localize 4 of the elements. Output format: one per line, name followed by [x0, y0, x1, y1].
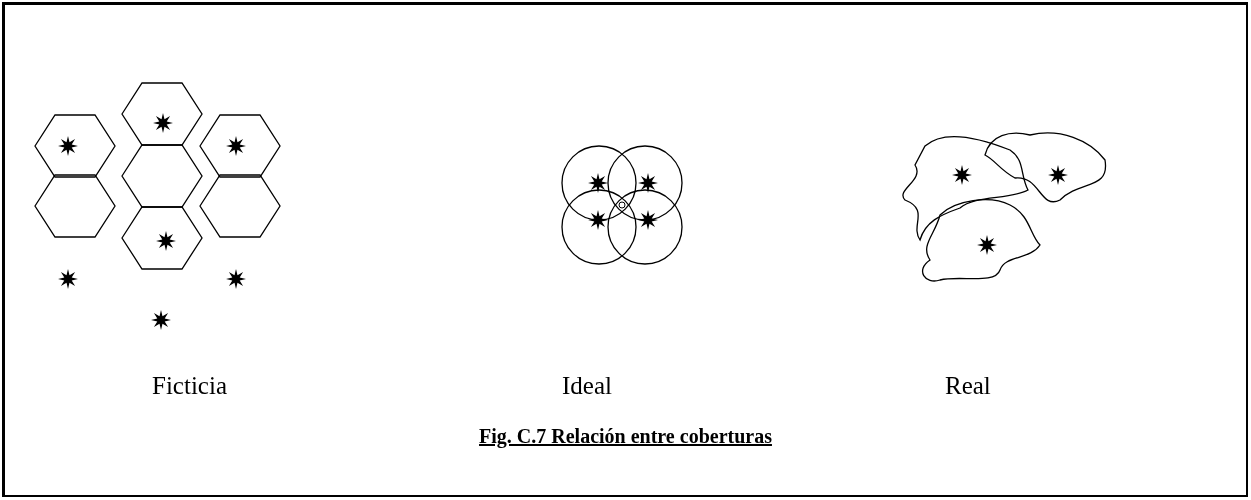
cell-pattern-label: Ficticia — [152, 372, 227, 400]
cell-pattern-label: Real — [945, 372, 991, 400]
cell-pattern-label: Ideal — [562, 372, 612, 400]
figure-caption: Fig. C.7 Relación entre coberturas — [479, 425, 772, 447]
